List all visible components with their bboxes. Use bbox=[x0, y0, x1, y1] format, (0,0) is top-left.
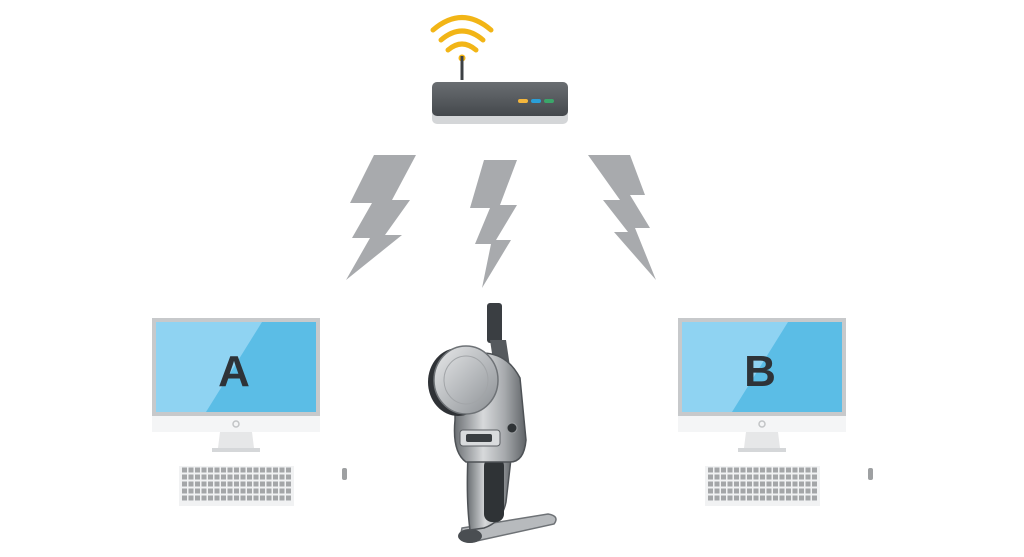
wifi-signal-icon bbox=[430, 15, 494, 53]
monitor-b-logo bbox=[758, 420, 766, 428]
computer-a: A bbox=[152, 318, 347, 506]
monitor-b: B bbox=[678, 318, 846, 452]
monitor-a: A bbox=[152, 318, 320, 452]
monitor-a-stand-base bbox=[212, 448, 260, 452]
keyboard-a bbox=[179, 466, 294, 506]
router-leds bbox=[518, 99, 554, 103]
scanner-grip-pad bbox=[484, 458, 504, 522]
keyboard-b-keys bbox=[708, 467, 817, 501]
scanner-drum-ring bbox=[443, 355, 489, 405]
monitor-b-label: B bbox=[744, 347, 776, 396]
scanner-foot-pad bbox=[458, 529, 482, 543]
handheld-scanner bbox=[428, 303, 557, 543]
computer-b: B bbox=[678, 318, 873, 506]
keyboard-a-keys bbox=[182, 467, 291, 501]
monitor-b-stand bbox=[744, 432, 780, 448]
monitor-a-stand bbox=[218, 432, 254, 448]
monitor-b-reflection bbox=[682, 322, 788, 412]
wireless-signals bbox=[346, 155, 656, 288]
monitor-a-logo bbox=[232, 420, 240, 428]
mouse-b bbox=[868, 468, 873, 480]
lightning-bolt-middle-icon bbox=[470, 160, 517, 288]
monitor-a-reflection bbox=[156, 322, 262, 412]
lightning-bolt-left-icon bbox=[346, 155, 416, 280]
monitor-b-chin bbox=[678, 416, 846, 432]
router-led-1 bbox=[518, 99, 528, 103]
router-body bbox=[432, 82, 568, 116]
lightning-bolt-right-icon bbox=[588, 155, 656, 280]
keyboard-b bbox=[705, 466, 820, 506]
scanner-post bbox=[487, 303, 502, 343]
router bbox=[432, 56, 568, 124]
monitor-b-stand-base bbox=[738, 448, 786, 452]
scanner-sensor-window bbox=[466, 434, 492, 442]
monitor-a-label: A bbox=[218, 347, 250, 396]
router-led-3 bbox=[544, 99, 554, 103]
mouse-a bbox=[342, 468, 347, 480]
scanner-lens-icon bbox=[506, 422, 518, 434]
monitor-a-chin bbox=[152, 416, 320, 432]
router-led-2 bbox=[531, 99, 541, 103]
